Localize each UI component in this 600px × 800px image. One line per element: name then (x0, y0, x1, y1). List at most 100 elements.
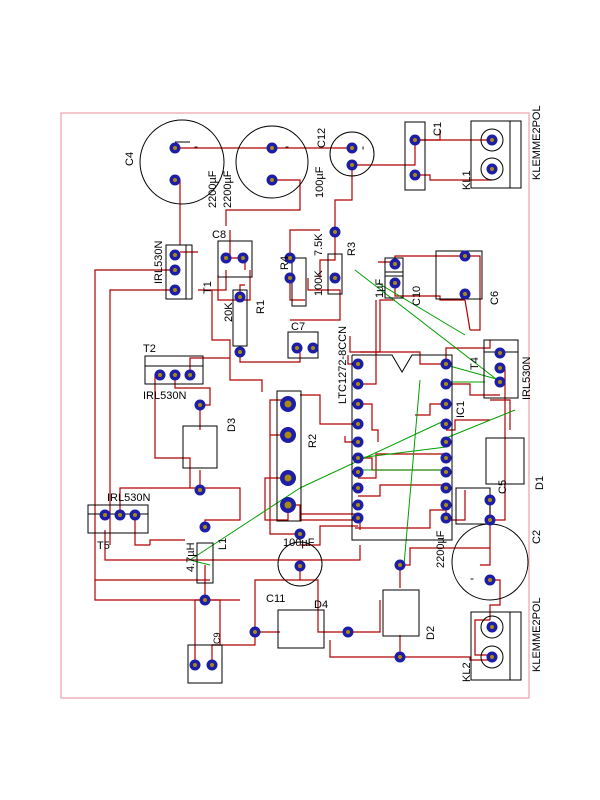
label-kl2: KL2 (461, 662, 473, 682)
pad-hole (463, 292, 467, 296)
pad-hole (173, 178, 177, 182)
pad-hole (413, 173, 417, 177)
pad-hole (193, 663, 197, 667)
label-r1-value: 20K (223, 302, 235, 322)
pad-hole (356, 362, 360, 366)
pad-hole (356, 470, 360, 474)
pad-hole (238, 295, 242, 299)
resistor-r3 (327, 253, 343, 295)
label-c10: C10 (411, 286, 423, 306)
label-c8: C8 (212, 229, 226, 241)
pad-hole (444, 470, 448, 474)
resistor-r1 (232, 289, 248, 347)
capacitor-c1 (404, 121, 426, 191)
pad-hole (333, 276, 337, 280)
label-c4-value: 2200µF (207, 170, 219, 208)
pad-hole (333, 230, 337, 234)
label-c5: C5 (497, 480, 509, 494)
pad-hole (173, 253, 177, 257)
label-kl1-part: KLEMME2POL (531, 105, 543, 180)
pad-hole (444, 486, 448, 490)
diode-d1 (485, 437, 525, 485)
solder-pads (99, 134, 506, 671)
pad-hole (488, 578, 492, 582)
terminal-screws (480, 128, 504, 669)
terminal-kl2 (470, 611, 522, 681)
label-d2: D2 (425, 626, 437, 640)
capacitor-c3 (329, 131, 375, 177)
pad-hole (444, 516, 448, 520)
pad-hole (203, 525, 207, 529)
pad-hole (284, 474, 292, 482)
pad-hole (444, 402, 448, 406)
label-c1: C1 (432, 122, 444, 136)
pad-hole (444, 503, 448, 507)
label-t2: T2 (143, 343, 156, 355)
label-t4: T4 (469, 357, 481, 370)
pad-hole (398, 655, 402, 659)
label-t5: T5 (97, 540, 110, 552)
capacitor-c6 (435, 250, 483, 300)
transistor-t2 (144, 355, 204, 385)
label-t2-part: IRL530N (143, 390, 186, 402)
label-d1: D1 (534, 476, 546, 490)
pad-hole (298, 564, 302, 568)
pad-hole (253, 630, 257, 634)
label-r4: R4 (279, 256, 291, 270)
pad-hole (444, 440, 448, 444)
diode-d4 (277, 609, 325, 649)
pad-hole (241, 256, 245, 260)
label-c9: C9 (212, 632, 222, 644)
capacitor-c10 (384, 257, 404, 299)
pad-hole (284, 400, 292, 408)
pad-hole (356, 402, 360, 406)
pad-hole (173, 268, 177, 272)
pad-hole (210, 663, 214, 667)
diode-d3 (182, 425, 218, 469)
pad-hole (356, 456, 360, 460)
label-t1: T1 (202, 281, 214, 294)
pad-hole (350, 163, 354, 167)
pad-hole (356, 440, 360, 444)
label-c7: C7 (291, 321, 305, 333)
pad-hole (490, 167, 494, 171)
label-c4-minus: - (194, 139, 198, 153)
pad-hole (444, 422, 448, 426)
pad-hole (295, 346, 299, 350)
pad-hole (238, 350, 242, 354)
capacitor-c8 (217, 240, 253, 278)
pad-hole (284, 431, 292, 439)
pad-hole (413, 138, 417, 142)
pad-hole (490, 655, 494, 659)
label-c11-value: 100µF (283, 537, 315, 549)
pad-hole (173, 146, 177, 150)
pad-hole (356, 486, 360, 490)
capacitor-c5 (455, 487, 491, 525)
label-l1: L1 (217, 538, 229, 550)
label-ic1: IC1 (455, 401, 467, 418)
label-ic1-part: LTC1272-8CCN (337, 326, 349, 404)
capacitor-c12 (235, 125, 309, 199)
inductor-l1 (196, 542, 214, 584)
label-r1: R1 (255, 300, 267, 314)
pad-hole (188, 373, 192, 377)
pad-hole (393, 262, 397, 266)
label-c2-value: 2200µF (435, 530, 447, 568)
label-r3: R3 (346, 242, 358, 256)
pad-hole (498, 351, 502, 355)
label-l1-value: 4.7µH (185, 542, 197, 572)
pad-hole (173, 373, 177, 377)
label-c12-minus: - (285, 139, 289, 153)
pad-hole (270, 146, 274, 150)
label-kl2-part: KLEMME2POL (531, 597, 543, 672)
pad-hole (356, 382, 360, 386)
pad-hole (490, 138, 494, 142)
pad-hole (350, 146, 354, 150)
label-c6: C6 (489, 291, 501, 305)
label-c3-value: 100µF (314, 166, 326, 198)
pad-hole (288, 256, 292, 260)
ic-ic1 (351, 354, 453, 541)
label-c10-value: 1µF (374, 279, 386, 298)
pad-hole (173, 288, 177, 292)
pad-hole (444, 456, 448, 460)
